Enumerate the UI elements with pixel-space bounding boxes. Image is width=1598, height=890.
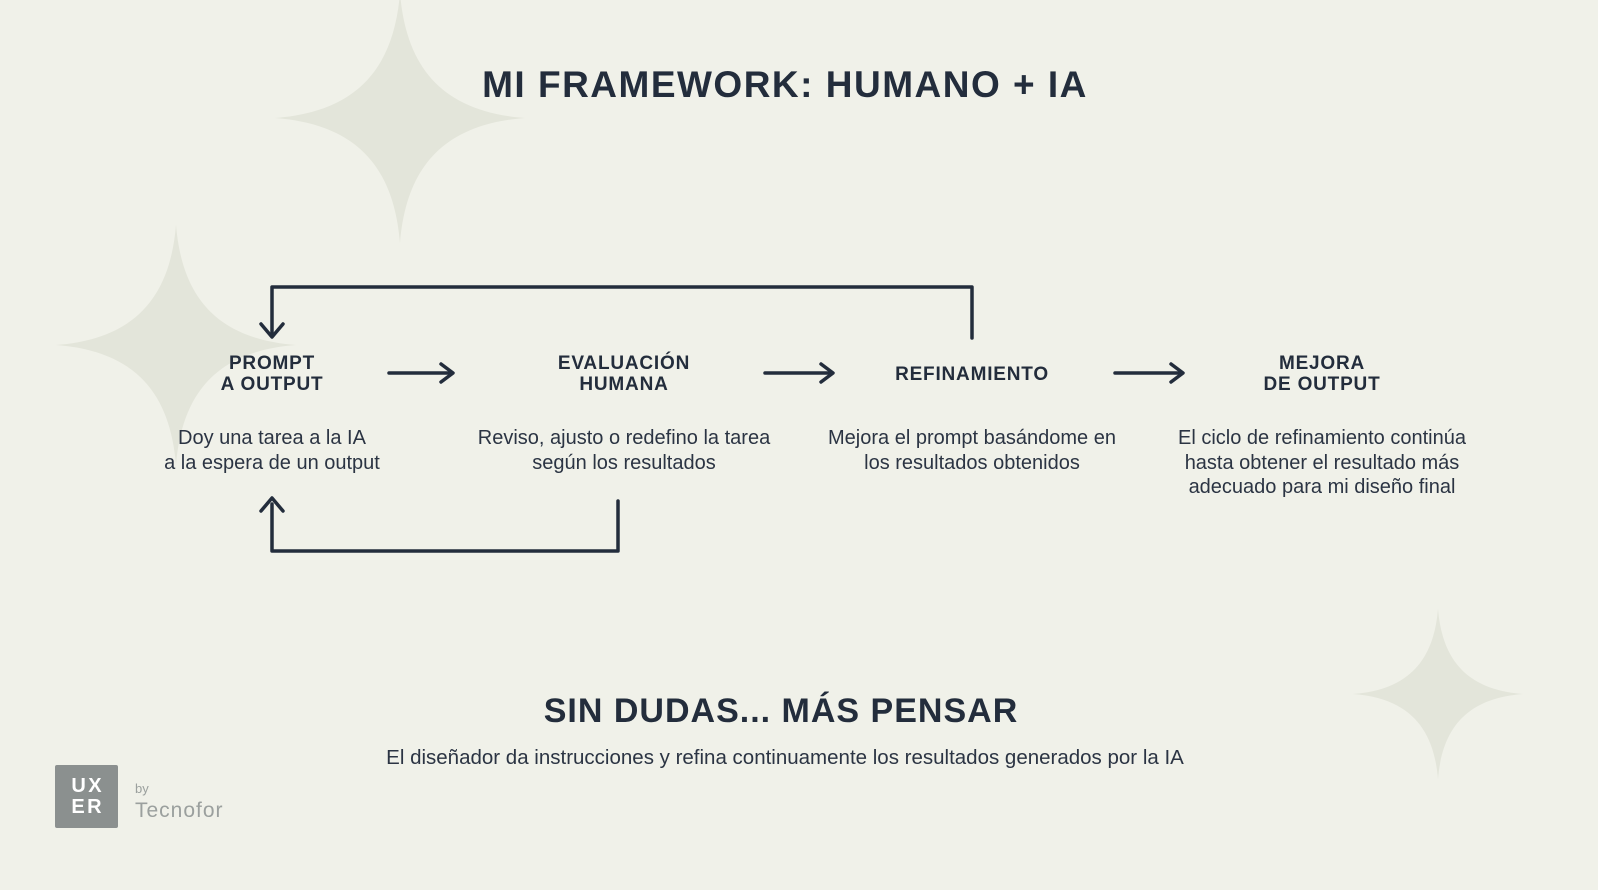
step-description-line: adecuado para mi diseño final: [1188, 476, 1456, 498]
step-label-line: MEJORA: [1278, 353, 1366, 374]
flow-step-evaluacion-humana: EVALUACIÓN HUMANA Reviso, ajusto o redef…: [444, 350, 804, 475]
step-label: PROMPT A OUTPUT: [92, 350, 452, 398]
step-label-line: A OUTPUT: [220, 374, 324, 395]
step-description-line: los resultados obtenidos: [864, 451, 1080, 474]
flow-step-refinamiento: REFINAMIENTO Mejora el prompt basándome …: [792, 350, 1152, 475]
logo-letters-line: ER: [71, 795, 105, 818]
step-description-line: Doy una tarea a la IA: [178, 427, 366, 449]
loop-arrow-bottom: [259, 496, 620, 553]
step-label-line: EVALUACIÓN: [557, 353, 691, 374]
step-description-line: según los resultados: [532, 451, 716, 474]
uxer-logo: UX ER by Tecnofor: [55, 765, 224, 828]
step-description: El ciclo de refinamiento continúa hasta …: [1142, 426, 1502, 500]
step-description: Reviso, ajusto o redefino la tarea según…: [444, 426, 804, 475]
step-label-line: HUMANA: [579, 374, 669, 395]
flow-step-prompt-a-output: PROMPT A OUTPUT Doy una tarea a la IA a …: [92, 350, 452, 475]
logo-letters-line: UX: [71, 774, 105, 797]
step-label: REFINAMIENTO: [792, 350, 1152, 398]
step-label-line: PROMPT: [228, 353, 316, 374]
sparkle-icon: [275, 0, 525, 243]
logo-brand-name: Tecnofor: [135, 799, 224, 822]
step-description: Mejora el prompt basándome en los result…: [792, 426, 1152, 475]
step-label: EVALUACIÓN HUMANA: [444, 350, 804, 398]
step-label-line: REFINAMIENTO: [895, 363, 1049, 385]
sparkle-icon: [1353, 609, 1523, 779]
logo-by-label: by: [135, 781, 149, 796]
loop-arrow-top: [259, 285, 974, 340]
step-description-line: El ciclo de refinamiento continúa: [1178, 427, 1466, 449]
step-description-line: hasta obtener el resultado más: [1184, 451, 1460, 474]
step-description-line: Mejora el prompt basándome en: [828, 427, 1116, 449]
step-label-line: DE OUTPUT: [1263, 374, 1381, 395]
flow-step-mejora-de-output: MEJORA DE OUTPUT El ciclo de refinamient…: [1142, 350, 1502, 500]
step-description-line: a la espera de un output: [164, 451, 380, 474]
step-description-line: Reviso, ajusto o redefino la tarea: [477, 427, 771, 449]
step-label: MEJORA DE OUTPUT: [1142, 350, 1502, 398]
uxer-logo-mark: UX ER: [55, 765, 118, 828]
step-description: Doy una tarea a la IA a la espera de un …: [92, 426, 452, 475]
footer-subtitle: El diseñador da instrucciones y refina c…: [386, 746, 1184, 769]
logo-byline: by Tecnofor: [135, 765, 224, 823]
footer-title: SIN DUDAS... MÁS PENSAR: [543, 692, 1019, 730]
page-title: MI FRAMEWORK: HUMANO + IA: [482, 64, 1088, 105]
